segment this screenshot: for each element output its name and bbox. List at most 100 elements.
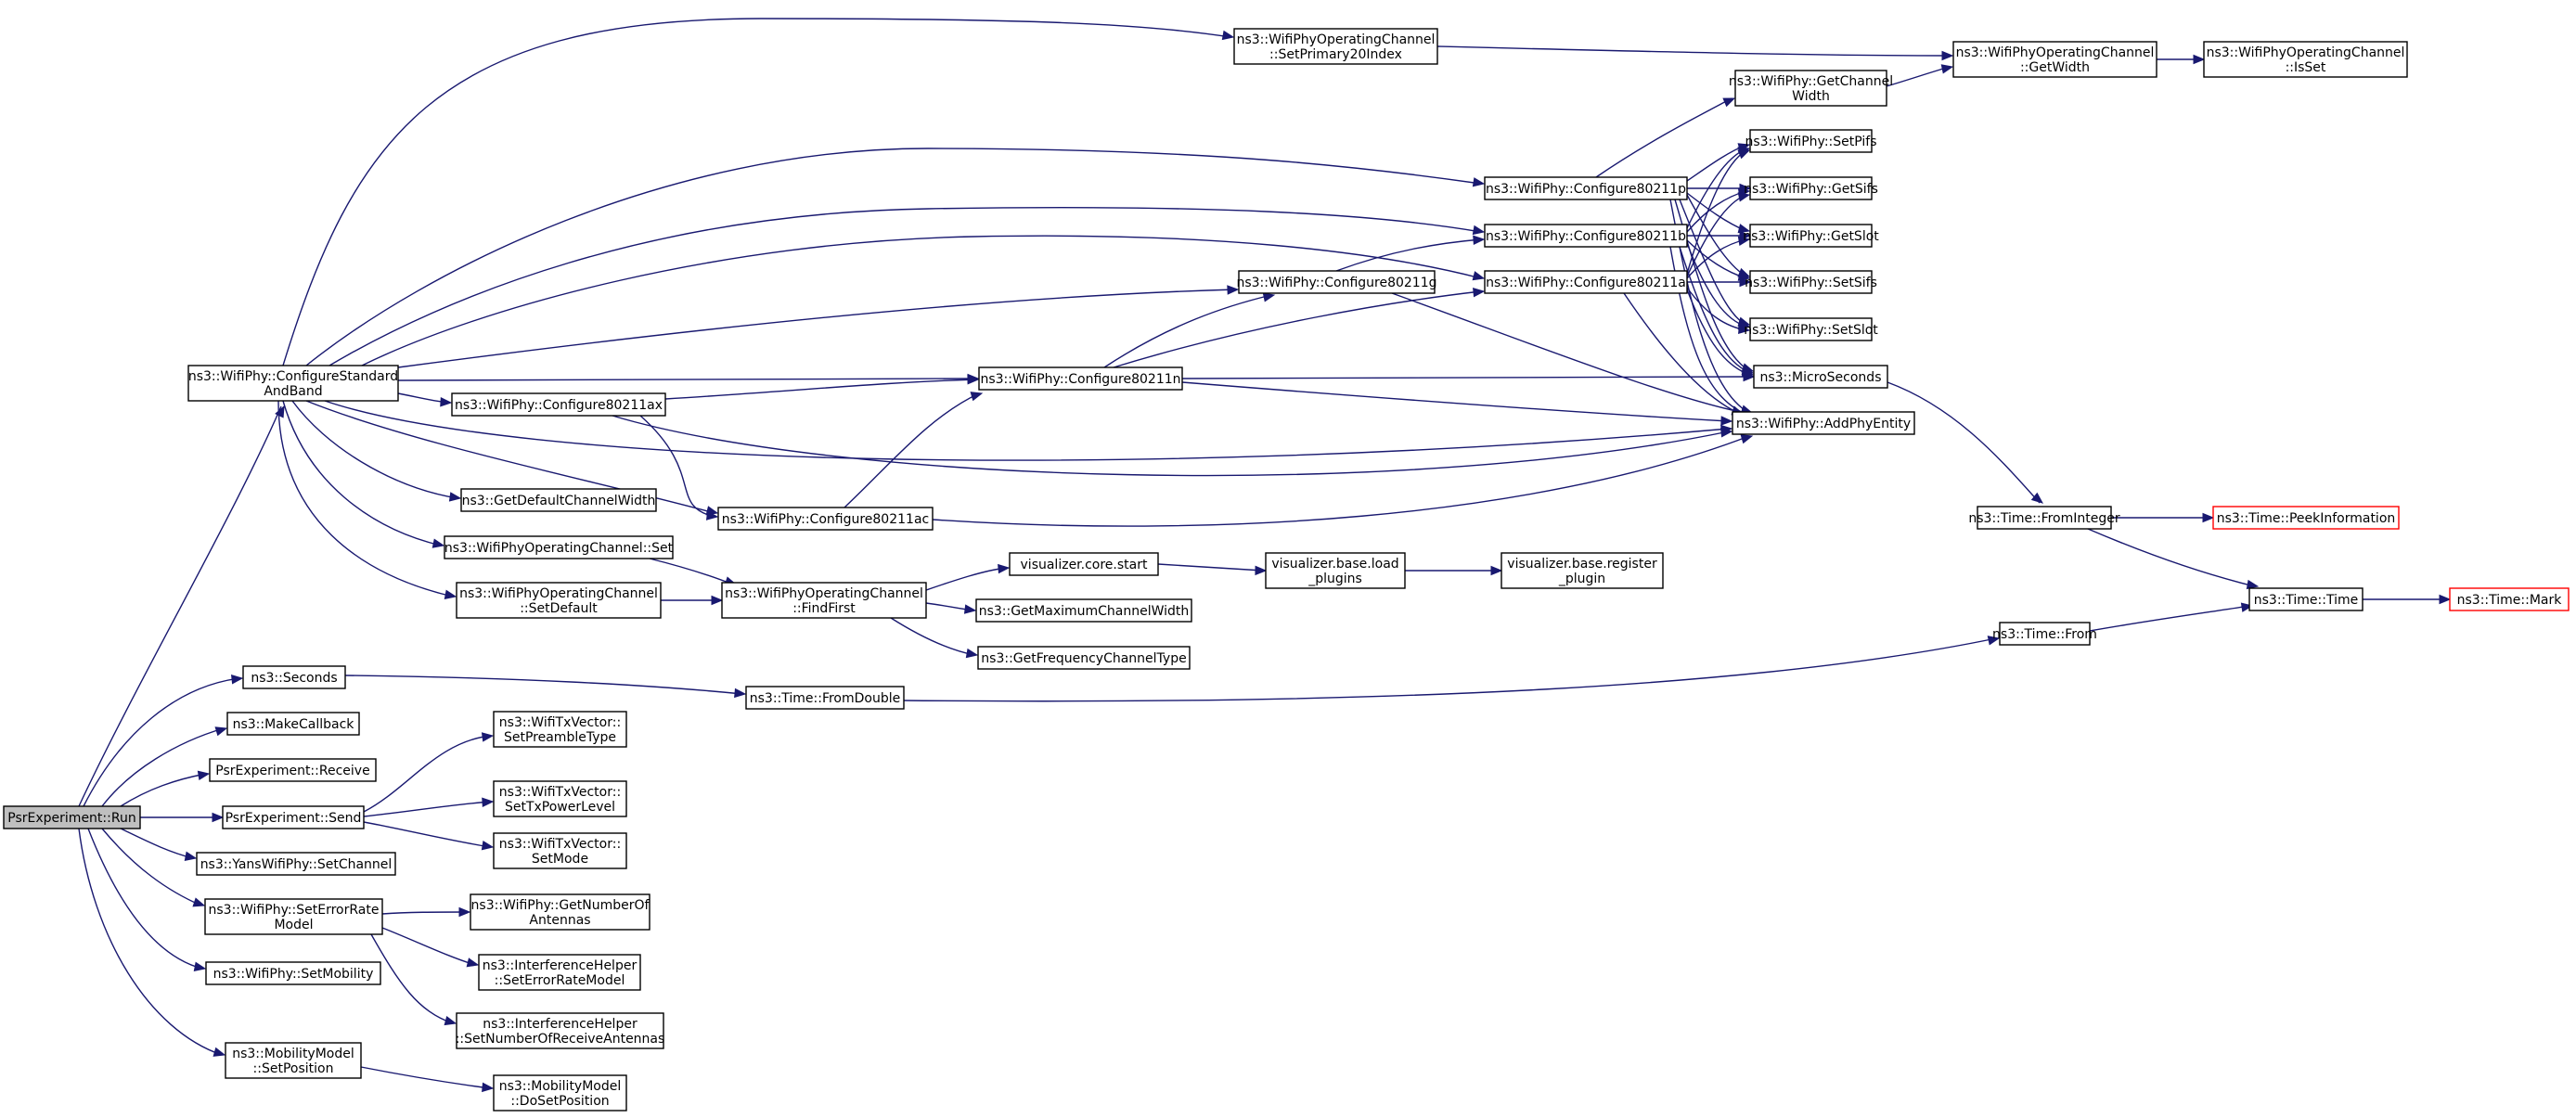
edge-arrowhead xyxy=(967,375,980,385)
edge-cfgstd-to-cfgg xyxy=(397,285,1240,368)
edge-arrowhead xyxy=(444,589,457,599)
node-seconds[interactable]: ns3::Seconds xyxy=(242,665,346,689)
edge-line xyxy=(291,400,458,499)
node-vreg[interactable]: visualizer.base.register_plugin xyxy=(1501,552,1664,589)
node-label: ns3::WifiTxVector:: xyxy=(499,715,621,730)
node-setpre[interactable]: ns3::WifiTxVector::SetPreambleType xyxy=(493,711,627,748)
node-box xyxy=(1238,270,1436,294)
edge-line xyxy=(101,828,202,906)
node-ihseterr[interactable]: ns3::InterferenceHelper::SetErrorRateMod… xyxy=(478,954,641,991)
call-nodes: PsrExperiment::Run ns3::WifiPhy::Configur… xyxy=(3,28,2570,1112)
node-setmob[interactable]: ns3::WifiPhy::SetMobility xyxy=(205,961,381,985)
edge-arrowhead xyxy=(1722,97,1736,108)
node-label: ns3::Time::Time xyxy=(2254,593,2358,608)
edge-line xyxy=(370,933,454,1024)
edge-run-to-cfgstd xyxy=(78,405,285,807)
edge-line xyxy=(1181,376,1752,379)
node-vload[interactable]: visualizer.base.load_plugins xyxy=(1265,552,1406,589)
node-cfgac[interactable]: ns3::WifiPhy::Configure80211ac xyxy=(717,507,934,531)
node-getdefcw[interactable]: ns3::GetDefaultChannelWidth xyxy=(460,488,657,512)
node-setprim[interactable]: ns3::WifiPhyOperatingChannel::SetPrimary… xyxy=(1233,28,1438,65)
node-label: ns3::WifiPhyOperatingChannel xyxy=(725,586,923,601)
node-label: ns3::WifiPhy::SetSifs xyxy=(1745,276,1877,290)
node-mobdoset[interactable]: ns3::MobilityModel::DoSetPosition xyxy=(493,1074,627,1112)
node-getfreqct[interactable]: ns3::GetFrequencyChannelType xyxy=(977,646,1191,670)
node-micro[interactable]: ns3::MicroSeconds xyxy=(1753,365,1888,389)
edge-line xyxy=(381,911,468,915)
node-getslot[interactable]: ns3::WifiPhy::GetSlot xyxy=(1743,224,1879,248)
edge-findfirst-to-getmaxcw xyxy=(925,602,977,614)
node-box xyxy=(456,1012,664,1049)
edge-send-to-settxp xyxy=(363,797,495,817)
node-setpifs[interactable]: ns3::WifiPhy::SetPifs xyxy=(1745,129,1877,153)
edge-arrowhead xyxy=(481,732,495,742)
node-box xyxy=(205,961,381,985)
node-ihsetnum[interactable]: ns3::InterferenceHelper::SetNumberOfRece… xyxy=(456,1012,665,1049)
node-box xyxy=(187,365,399,402)
node-mark[interactable]: ns3::Time::Mark xyxy=(2449,587,2570,611)
node-opset[interactable]: ns3::WifiPhyOperatingChannel::Set xyxy=(444,535,674,559)
node-makecb[interactable]: ns3::MakeCallback xyxy=(226,712,360,736)
node-box xyxy=(1749,224,1873,248)
node-findfirst[interactable]: ns3::WifiPhyOperatingChannel::FindFirst xyxy=(721,582,927,619)
edge-opsetdef-to-findfirst xyxy=(661,595,724,606)
node-settxp[interactable]: ns3::WifiTxVector::SetTxPowerLevel xyxy=(493,780,627,817)
node-setsifs[interactable]: ns3::WifiPhy::SetSifs xyxy=(1745,270,1877,294)
node-peek[interactable]: ns3::Time::PeekInformation xyxy=(2212,506,2400,530)
node-send[interactable]: PsrExperiment::Send xyxy=(222,805,365,829)
node-setslot[interactable]: ns3::WifiPhy::SetSlot xyxy=(1744,317,1878,341)
node-timefrom[interactable]: ns3::Time::From xyxy=(1992,622,2097,646)
node-yanssetch[interactable]: ns3::YansWifiPhy::SetChannel xyxy=(196,852,396,876)
edge-run-to-seterr xyxy=(101,828,206,907)
node-mobsetpos[interactable]: ns3::MobilityModel::SetPosition xyxy=(225,1042,362,1079)
edge-line xyxy=(363,801,491,817)
edge-line xyxy=(1157,563,1264,572)
node-box xyxy=(478,954,641,991)
edge-line xyxy=(363,821,491,848)
node-opsetdef[interactable]: ns3::WifiPhyOperatingChannel::SetDefault xyxy=(456,582,662,619)
edge-line xyxy=(2089,605,2250,632)
edge-arrowhead xyxy=(192,897,206,907)
node-cfgg[interactable]: ns3::WifiPhy::Configure80211g xyxy=(1236,270,1437,294)
edge-run-to-setmob xyxy=(87,828,207,971)
node-box xyxy=(1484,270,1688,294)
node-fromdouble[interactable]: ns3::Time::FromDouble xyxy=(745,686,905,710)
node-fromint[interactable]: ns3::Time::FromInteger xyxy=(1968,506,2120,530)
node-label: ns3::GetMaximumChannelWidth xyxy=(979,604,1190,619)
node-box xyxy=(1009,552,1159,576)
node-timetime[interactable]: ns3::Time::Time xyxy=(2248,587,2363,611)
node-isset[interactable]: ns3::WifiPhyOperatingChannel::IsSet xyxy=(2203,41,2408,78)
node-getmaxcw[interactable]: ns3::GetMaximumChannelWidth xyxy=(975,598,1192,623)
node-box xyxy=(1749,317,1873,341)
edge-micro-to-fromint xyxy=(1887,381,2044,504)
node-cfgn[interactable]: ns3::WifiPhy::Configure80211n xyxy=(978,366,1183,391)
node-box xyxy=(444,535,674,559)
edge-arrowhead xyxy=(998,563,1011,574)
node-run[interactable]: PsrExperiment::Run xyxy=(3,805,141,829)
node-seterr[interactable]: ns3::WifiPhy::SetErrorRateModel xyxy=(204,898,383,935)
node-getsifs[interactable]: ns3::WifiPhy::GetSifs xyxy=(1744,176,1878,200)
node-vstart[interactable]: visualizer.core.start xyxy=(1009,552,1159,576)
node-receive[interactable]: PsrExperiment::Receive xyxy=(209,758,377,782)
node-box xyxy=(451,392,666,417)
node-label: ::SetErrorRateModel xyxy=(495,973,625,988)
node-box xyxy=(1749,176,1873,200)
node-getwidth[interactable]: ns3::WifiPhyOperatingChannel::GetWidth xyxy=(1952,41,2157,78)
node-addphy[interactable]: ns3::WifiPhy::AddPhyEntity xyxy=(1732,411,1915,435)
edge-arrowhead xyxy=(440,397,453,407)
node-setmode[interactable]: ns3::WifiTxVector::SetMode xyxy=(493,832,627,869)
node-cfgp[interactable]: ns3::WifiPhy::Configure80211p xyxy=(1484,176,1688,200)
edge-cfgstd-to-cfgp xyxy=(305,148,1486,366)
edge-arrowhead xyxy=(963,604,977,614)
node-label: ns3::Time::From xyxy=(1992,627,2097,642)
edge-cfgac-to-addphy xyxy=(932,434,1754,527)
edge-line xyxy=(1391,292,1750,415)
node-cfgb[interactable]: ns3::WifiPhy::Configure80211b xyxy=(1484,224,1688,248)
node-cfga[interactable]: ns3::WifiPhy::Configure80211a xyxy=(1484,270,1688,294)
edge-line xyxy=(78,405,282,807)
edge-line xyxy=(282,400,442,546)
node-cfgax[interactable]: ns3::WifiPhy::Configure80211ax xyxy=(451,392,666,417)
